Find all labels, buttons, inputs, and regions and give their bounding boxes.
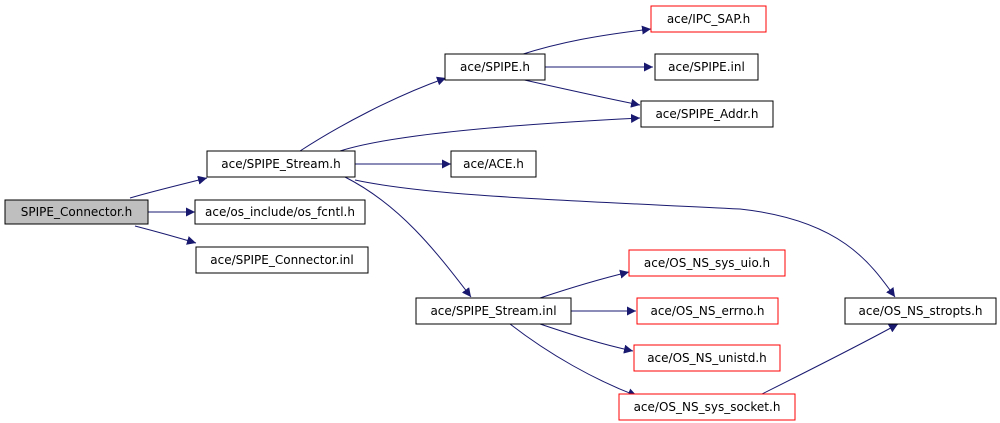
- node-spipe-addr-h[interactable]: ace/SPIPE_Addr.h: [640, 100, 774, 128]
- node-spipe-inl[interactable]: ace/SPIPE.inl: [654, 53, 759, 81]
- edge-spipe-stream-h-to-os-ns-stropts: [354, 179, 896, 298]
- node-os-ns-errno-h[interactable]: ace/OS_NS_errno.h: [636, 297, 779, 325]
- node-label-os-fcntl-h: ace/os_include/os_fcntl.h: [205, 205, 355, 219]
- node-label-os-ns-unistd-h: ace/OS_NS_unistd.h: [647, 351, 767, 365]
- node-label-ace-h: ace/ACE.h: [463, 157, 524, 171]
- node-label-spipe-addr-h: ace/SPIPE_Addr.h: [655, 107, 758, 121]
- edge-spipe-h-to-spipe-addr: [519, 78, 641, 108]
- node-label-os-ns-sys-socket-h: ace/OS_NS_sys_socket.h: [634, 400, 781, 414]
- node-label-os-ns-errno-h: ace/OS_NS_errno.h: [650, 304, 764, 318]
- node-spipe-connector-h[interactable]: SPIPE_Connector.h: [4, 199, 149, 225]
- edge-spipe-stream-h-to-spipe-h: [299, 76, 447, 152]
- node-ace-h[interactable]: ace/ACE.h: [450, 150, 537, 178]
- edge-spipe-stream-h-to-spipe-addr: [339, 113, 641, 152]
- node-label-os-ns-sys-uio-h: ace/OS_NS_sys_uio.h: [644, 256, 770, 270]
- node-label-spipe-inl: ace/SPIPE.inl: [668, 60, 745, 74]
- edge-spipe-stream-h-to-spipe-stream-inl: [344, 176, 472, 298]
- node-label-os-ns-stropts-h: ace/OS_NS_stropts.h: [859, 304, 983, 318]
- node-spipe-stream-inl[interactable]: ace/SPIPE_Stream.inl: [415, 297, 572, 325]
- node-label-spipe-stream-inl: ace/SPIPE_Stream.inl: [430, 304, 556, 318]
- node-ipc-sap-h[interactable]: ace/IPC_SAP.h: [650, 5, 767, 33]
- edges: [129, 25, 899, 397]
- edge-root-to-spipe-connector-inl: [134, 225, 197, 245]
- node-os-fcntl-h[interactable]: ace/os_include/os_fcntl.h: [194, 199, 366, 225]
- edge-os-ns-sys-socket-to-os-ns-stropts: [759, 323, 899, 396]
- node-label-spipe-h: ace/SPIPE.h: [460, 60, 530, 74]
- node-os-ns-sys-socket-h[interactable]: ace/OS_NS_sys_socket.h: [618, 393, 796, 421]
- node-label-spipe-stream-h: ace/SPIPE_Stream.h: [221, 157, 340, 171]
- node-os-ns-unistd-h[interactable]: ace/OS_NS_unistd.h: [633, 344, 781, 372]
- node-os-ns-sys-uio-h[interactable]: ace/OS_NS_sys_uio.h: [628, 249, 786, 277]
- node-spipe-h[interactable]: ace/SPIPE.h: [444, 53, 546, 81]
- node-os-ns-stropts-h[interactable]: ace/OS_NS_stropts.h: [844, 297, 997, 325]
- nodes: SPIPE_Connector.h ace/SPIPE_Stream.h ace…: [4, 5, 997, 421]
- node-spipe-connector-inl[interactable]: ace/SPIPE_Connector.inl: [195, 246, 369, 274]
- edge-spipe-h-to-ipc-sap: [519, 25, 652, 56]
- edge-spipe-stream-inl-to-os-ns-sys-uio: [539, 269, 630, 299]
- node-label-spipe-connector-inl: ace/SPIPE_Connector.inl: [210, 253, 353, 267]
- edge-spipe-stream-inl-to-os-ns-unistd: [539, 323, 634, 354]
- node-spipe-stream-h[interactable]: ace/SPIPE_Stream.h: [206, 150, 356, 178]
- edge-root-to-spipe-stream-h: [129, 175, 208, 199]
- edge-spipe-stream-inl-to-os-ns-sys-socket: [509, 323, 638, 397]
- node-label-spipe-connector-h: SPIPE_Connector.h: [21, 205, 132, 219]
- node-label-ipc-sap-h: ace/IPC_SAP.h: [667, 12, 750, 26]
